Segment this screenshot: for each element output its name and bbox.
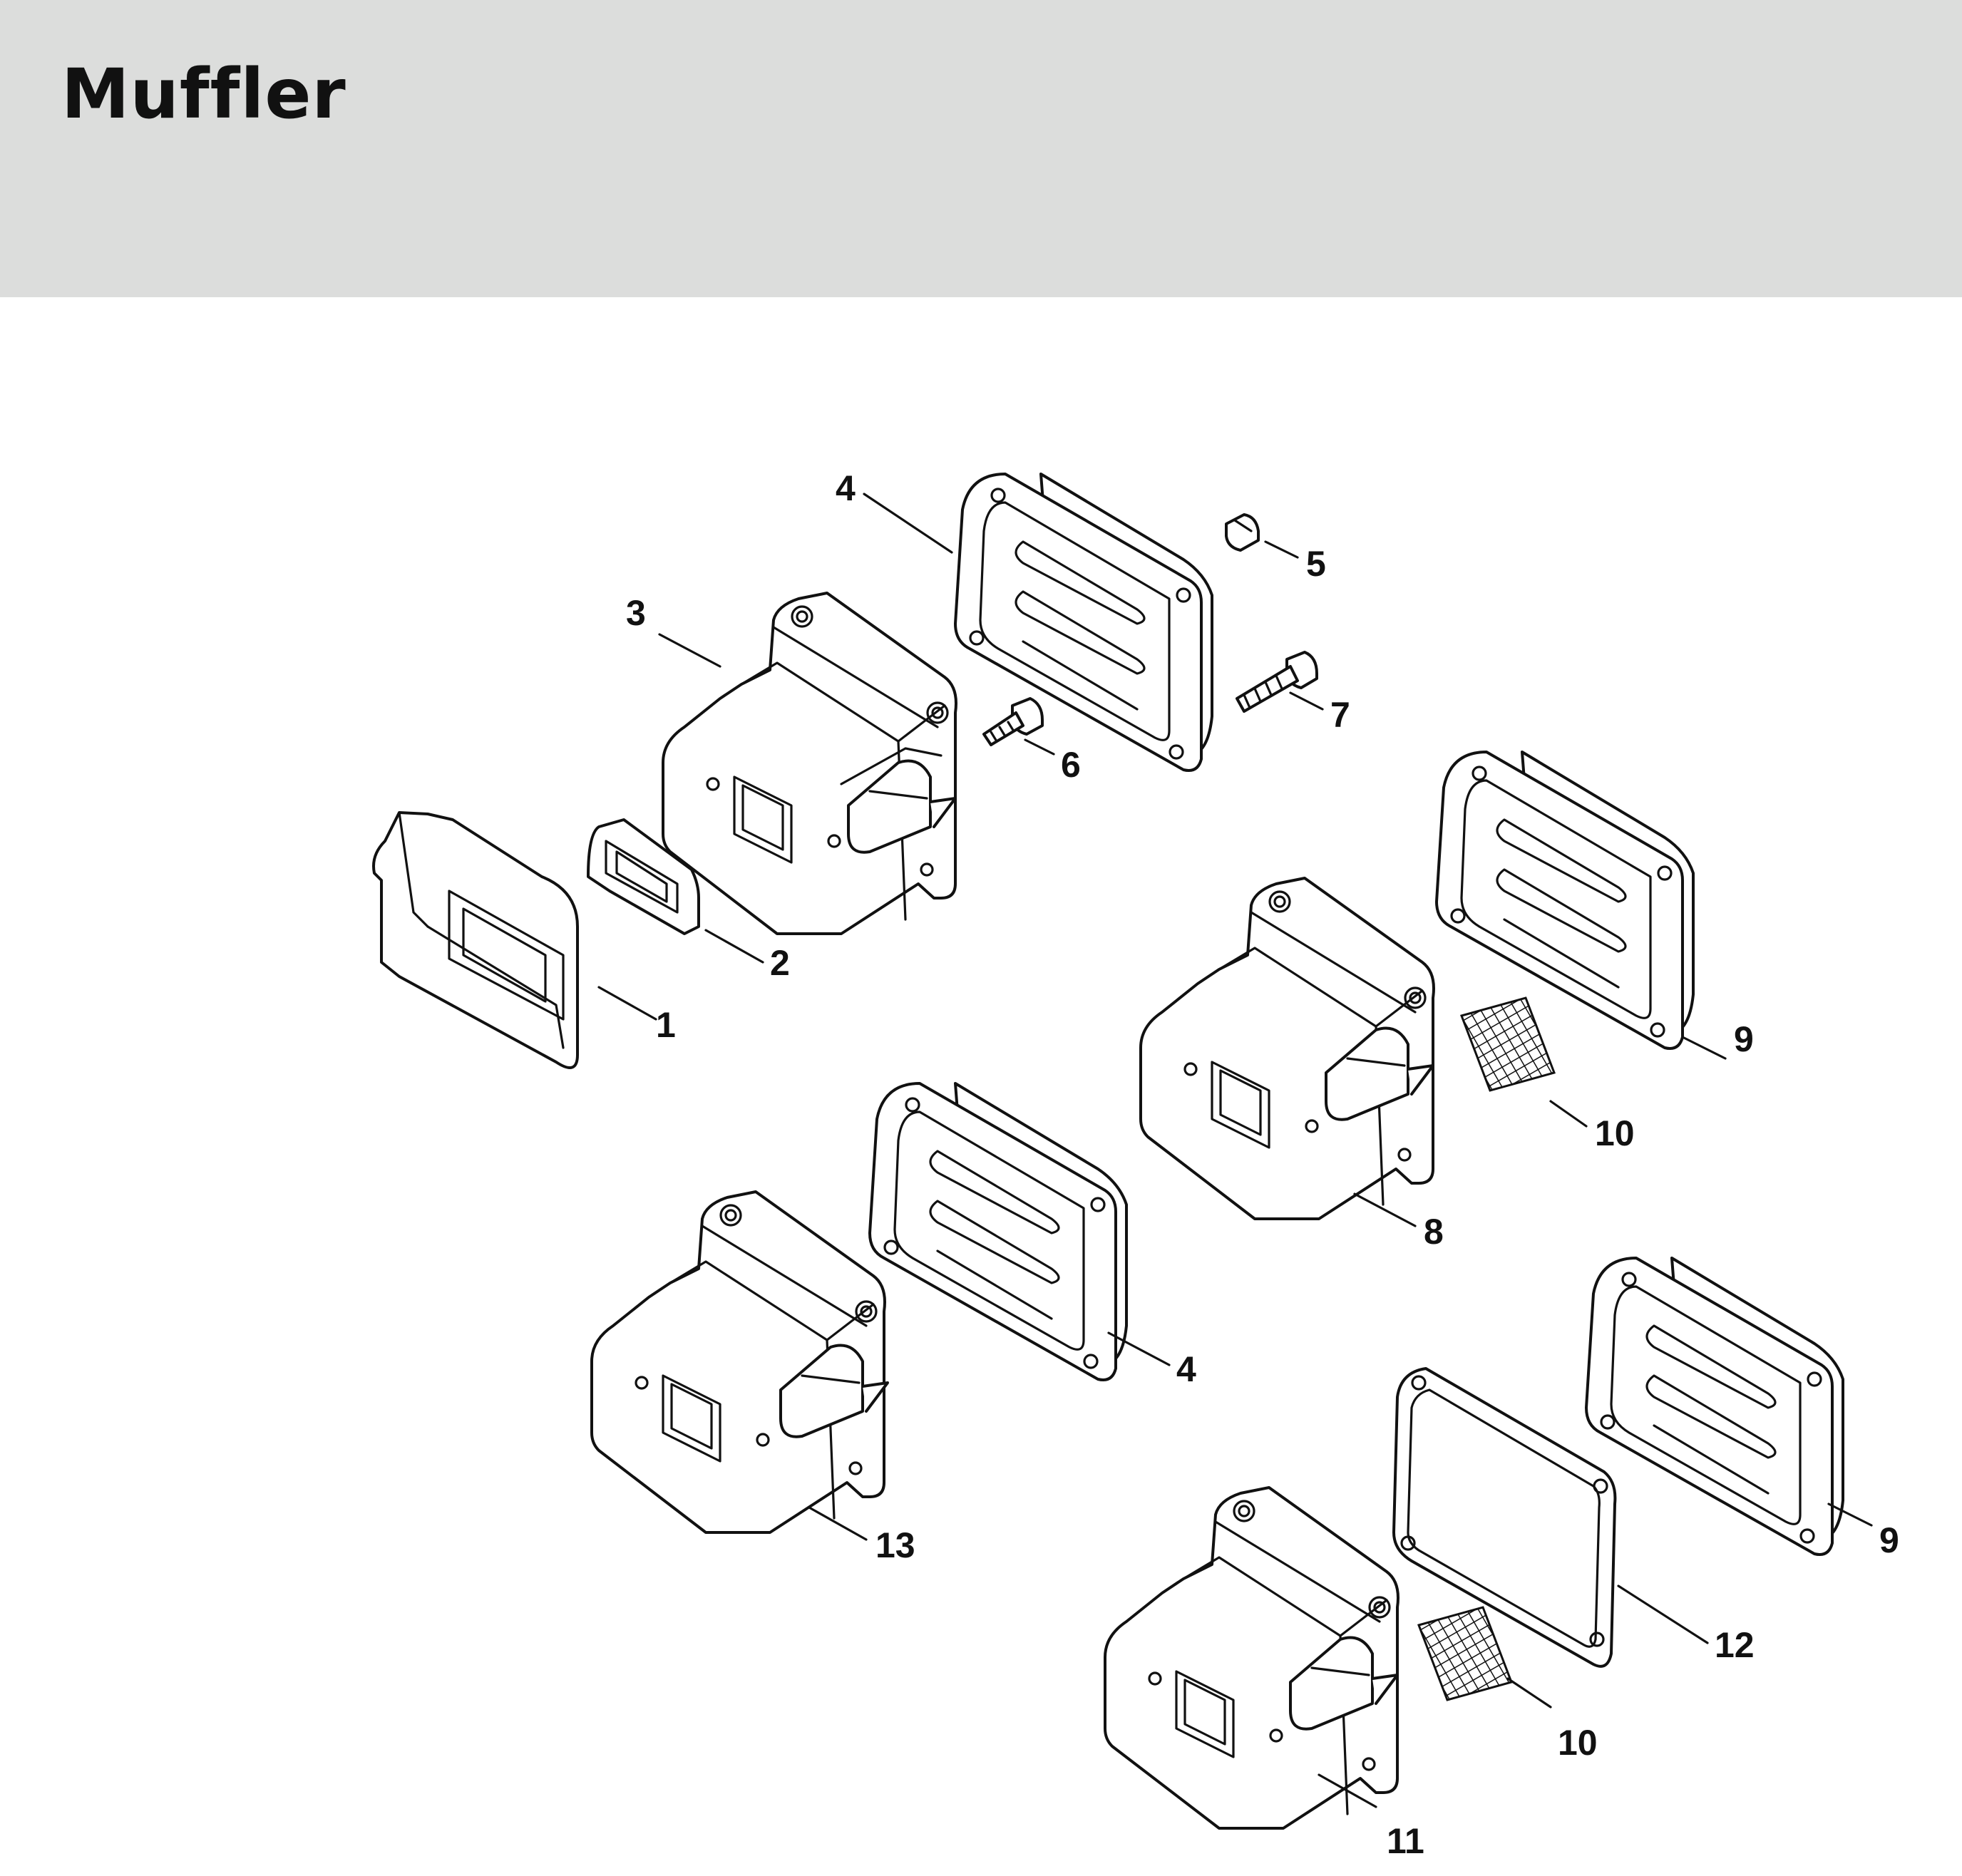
callout-10-lower: 10	[1558, 1723, 1598, 1763]
part-8-muffler-housing	[1139, 877, 1435, 1220]
page-title: Muffler	[61, 54, 346, 134]
leader-lines	[597, 493, 1873, 1808]
callout-6: 6	[1061, 745, 1081, 785]
part-13-muffler-housing	[590, 1190, 889, 1534]
part-3-muffler-housing	[662, 592, 957, 935]
part-10-screen-upper	[1460, 996, 1556, 1092]
callout-9-upper: 9	[1734, 1019, 1754, 1059]
callout-3: 3	[626, 593, 646, 633]
part-5-nut	[1225, 513, 1260, 552]
callout-7: 7	[1330, 695, 1350, 735]
callout-5: 5	[1306, 544, 1326, 584]
part-2-gasket	[587, 818, 700, 935]
part-7-long-screw	[1236, 651, 1318, 713]
callout-13: 13	[875, 1525, 915, 1565]
callout-9-lower: 9	[1879, 1520, 1899, 1560]
callout-4-top: 4	[836, 468, 856, 508]
callout-1: 1	[656, 1005, 676, 1045]
callout-11: 11	[1387, 1821, 1424, 1861]
part-1-heat-shield	[372, 811, 579, 1069]
callout-10-upper: 10	[1595, 1113, 1635, 1153]
part-11-muffler-housing	[1104, 1486, 1399, 1830]
part-12-gasket-frame	[1392, 1367, 1617, 1668]
part-10-screen-lower	[1417, 1606, 1513, 1701]
callout-4-lower: 4	[1176, 1349, 1196, 1389]
callout-2: 2	[770, 943, 790, 983]
callout-8: 8	[1424, 1212, 1444, 1252]
part-6-screw	[982, 697, 1044, 746]
header-bar: Muffler	[0, 0, 1962, 297]
callout-12: 12	[1715, 1625, 1755, 1665]
part-4-cover-lower	[868, 1082, 1128, 1381]
part-9-cover-lower	[1585, 1257, 1844, 1556]
part-9-cover-upper	[1435, 751, 1695, 1050]
